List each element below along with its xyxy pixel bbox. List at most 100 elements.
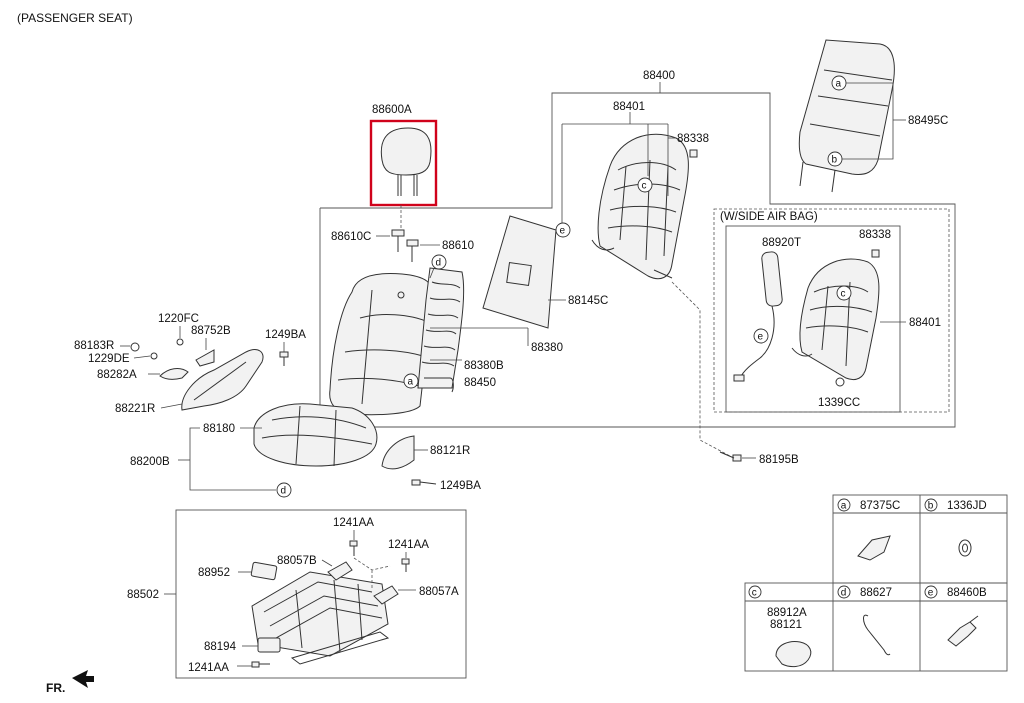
callout-e-frame[interactable] — [555, 222, 571, 238]
part-label-88450[interactable]: 88450 — [464, 377, 496, 389]
recline-lever[interactable] — [159, 368, 189, 380]
legend-part-e[interactable]: 88460B — [947, 587, 987, 599]
legend-letter-c: c — [752, 588, 757, 599]
part-label-88380B[interactable]: 88380B — [464, 360, 504, 372]
part-label-88610[interactable]: 88610 — [442, 240, 474, 252]
callout-e-airbag[interactable] — [753, 328, 769, 344]
front-direction-label: FR. — [46, 681, 65, 695]
callout-b-panel-letter: b — [832, 155, 838, 166]
airbag-module[interactable] — [733, 251, 783, 382]
bolt-1241AA-bottom[interactable] — [251, 661, 270, 668]
legend-icon-88912A — [775, 641, 812, 668]
part-label-1241AA-right[interactable]: 1241AA — [388, 539, 429, 551]
part-label-1220FC[interactable]: 1220FC — [158, 313, 199, 325]
part-label-1249BA-left[interactable]: 1249BA — [265, 329, 306, 341]
part-label-88194[interactable]: 88194 — [204, 641, 237, 653]
bolt-1241AA-right[interactable] — [401, 558, 410, 572]
clip-88183R[interactable] — [130, 342, 140, 352]
seatback-cover[interactable] — [329, 273, 434, 416]
part-label-88752B[interactable]: 88752B — [191, 325, 231, 337]
part-label-88610C[interactable]: 88610C — [331, 231, 371, 243]
knob-88752B[interactable] — [195, 349, 215, 367]
seatback-frame[interactable] — [591, 133, 689, 280]
part-label-88282A[interactable]: 88282A — [97, 369, 137, 381]
headrest[interactable] — [380, 127, 432, 196]
legend-icon-1336JD-hole — [962, 543, 968, 553]
part-label-88400[interactable]: 88400 — [643, 70, 675, 82]
part-label-88920T[interactable]: 88920T — [762, 237, 801, 249]
seatback-frame-airbag[interactable] — [791, 258, 880, 381]
bolt-1241AA-top[interactable] — [349, 540, 358, 556]
screw-1220FC[interactable] — [176, 338, 184, 346]
legend-icon-1336JD — [958, 539, 972, 557]
bolt-88195B[interactable] — [719, 451, 742, 462]
part-label-88401-main[interactable]: 88401 — [613, 101, 645, 113]
side-airbag-title: (W/SIDE AIR BAG) — [720, 211, 818, 223]
callout-d-seatback[interactable] — [431, 254, 447, 270]
legend-icon-88460B — [947, 621, 977, 647]
callout-a-seatback[interactable] — [403, 373, 419, 389]
part-label-88221R[interactable]: 88221R — [115, 403, 155, 415]
callout-c-airbag[interactable] — [836, 285, 852, 301]
legend-letter-b: b — [928, 501, 934, 512]
legend-part-b[interactable]: 1336JD — [947, 500, 987, 512]
part-label-88145C[interactable]: 88145C — [568, 295, 608, 307]
back-panel-frame[interactable] — [798, 39, 895, 193]
legend-callout-d — [837, 585, 851, 599]
bracket-88057B[interactable] — [327, 561, 353, 581]
shield-cover-88121R[interactable] — [381, 435, 415, 470]
part-label-88338-main[interactable]: 88338 — [677, 133, 709, 145]
part-label-1241AA-top[interactable]: 1241AA — [333, 517, 374, 529]
part-label-88338-airbag[interactable]: 88338 — [859, 229, 891, 241]
screw-1229DE[interactable] — [150, 352, 158, 360]
diagram-title: (PASSENGER SEAT) — [17, 11, 133, 25]
legend-callout-c — [748, 585, 762, 599]
side-shield[interactable] — [181, 349, 264, 411]
seat-cushion[interactable] — [253, 403, 378, 467]
callout-c-frame[interactable] — [637, 177, 653, 193]
legend-part-a[interactable]: 87375C — [860, 500, 900, 512]
part-label-1241AA-bottom[interactable]: 1241AA — [188, 662, 229, 674]
clip-88338[interactable] — [689, 149, 698, 158]
part-label-88057A[interactable]: 88057A — [419, 586, 459, 598]
part-label-88183R[interactable]: 88183R — [74, 340, 114, 352]
part-label-88180[interactable]: 88180 — [203, 423, 235, 435]
callout-d-cushion-letter: d — [281, 486, 287, 497]
headrest-guide-88610C[interactable] — [391, 229, 405, 252]
part-label-88200B[interactable]: 88200B — [130, 456, 170, 468]
part-label-88401-airbag[interactable]: 88401 — [909, 317, 941, 329]
callout-d-cushion[interactable] — [276, 482, 292, 498]
bolt-1249BA-left[interactable] — [279, 351, 289, 366]
seatback-board[interactable] — [482, 215, 557, 329]
bolt-1249BA-right[interactable] — [411, 479, 437, 486]
callout-a-panel-letter: a — [836, 79, 842, 90]
module-88952[interactable] — [250, 561, 278, 581]
headrest-guide-88610[interactable] — [406, 239, 419, 262]
legend-callout-b — [924, 498, 938, 512]
part-label-88495C[interactable]: 88495C — [908, 115, 948, 127]
part-label-88121R[interactable]: 88121R — [430, 445, 470, 457]
legend-part-d[interactable]: 88627 — [860, 587, 892, 599]
part-label-1249BA-right[interactable]: 1249BA — [440, 480, 481, 492]
callout-c-frame-letter: c — [642, 181, 647, 192]
part-label-88600A[interactable]: 88600A — [372, 104, 412, 116]
unit-88194[interactable] — [257, 637, 281, 653]
clip-88338-airbag[interactable] — [871, 249, 880, 258]
legend-callout-a — [837, 498, 851, 512]
nut-1339CC[interactable] — [835, 377, 845, 387]
part-label-88952[interactable]: 88952 — [198, 567, 230, 579]
part-label-88057B[interactable]: 88057B — [277, 555, 317, 567]
part-label-1339CC[interactable]: 1339CC — [818, 397, 860, 409]
legend-letter-a: a — [841, 501, 847, 512]
legend-part-c-2[interactable]: 88121 — [770, 619, 802, 631]
retainer-wire-88450[interactable] — [424, 377, 454, 393]
part-label-88195B[interactable]: 88195B — [759, 454, 799, 466]
part-label-88380[interactable]: 88380 — [531, 342, 563, 354]
legend-icon-87375C — [857, 535, 891, 561]
part-label-1229DE[interactable]: 1229DE — [88, 353, 130, 365]
legend-part-c-1[interactable]: 88912A — [767, 607, 807, 619]
seatback-assembly-frame — [319, 82, 956, 428]
part-label-88502[interactable]: 88502 — [127, 589, 159, 601]
bracket-88057A[interactable] — [373, 585, 399, 605]
